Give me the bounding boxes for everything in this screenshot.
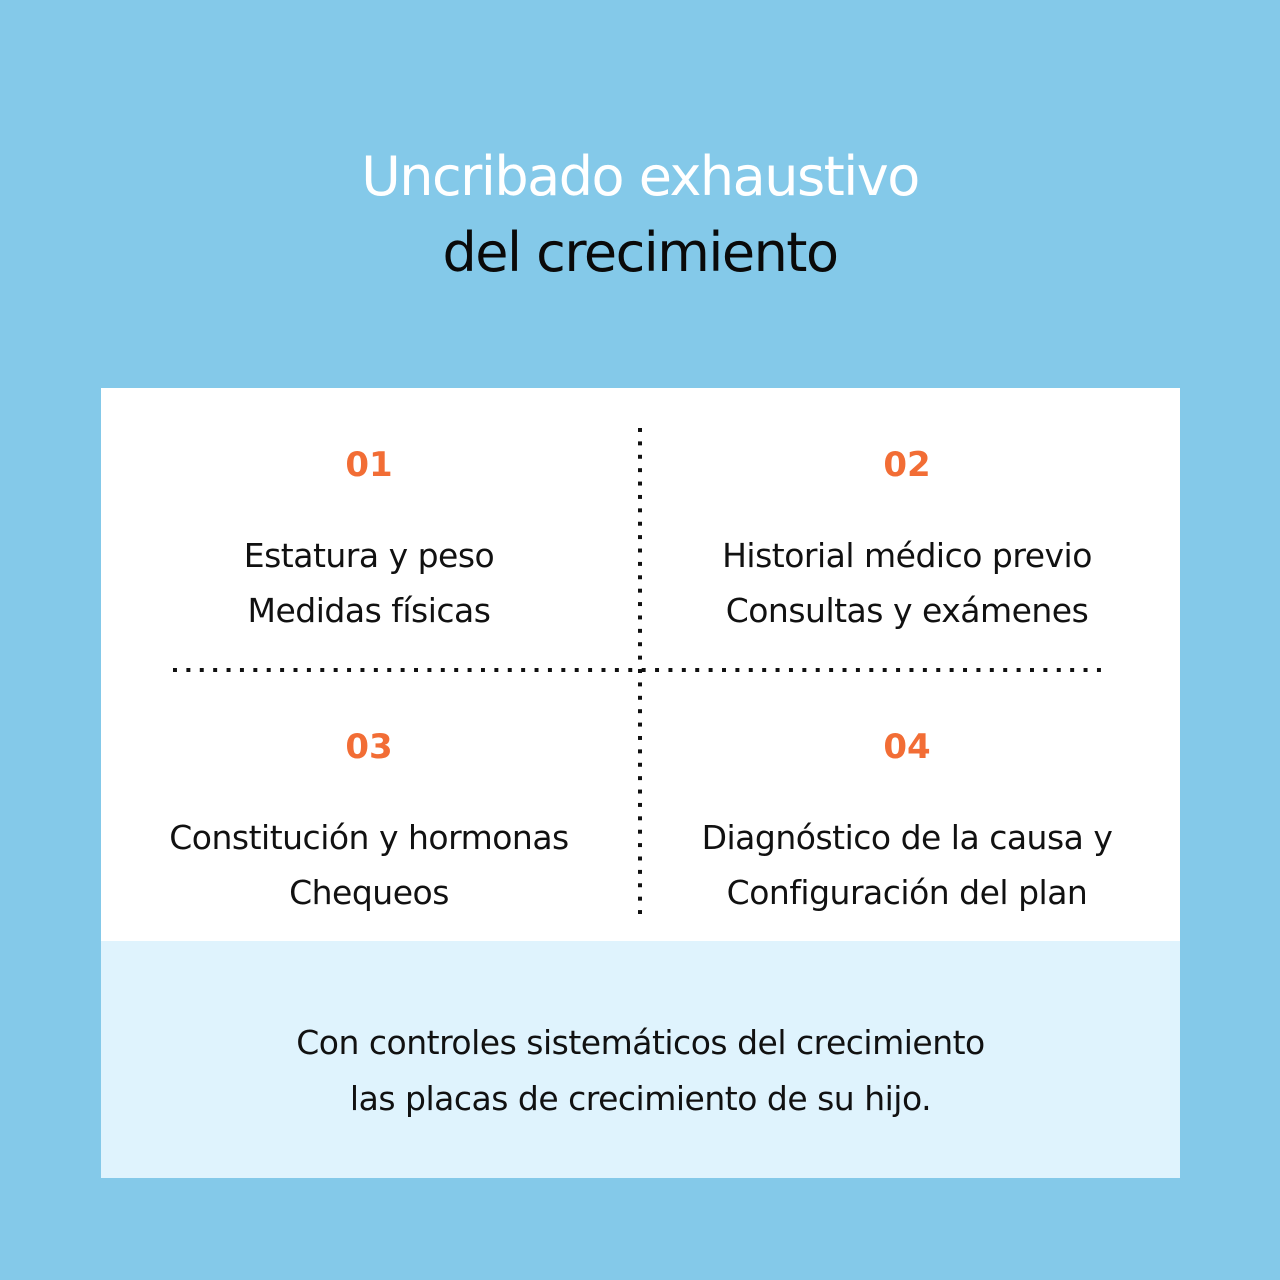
- step-cell-04: 04 Diagnóstico de la causa y Configuraci…: [639, 730, 1175, 920]
- step-line: Estatura y peso: [243, 536, 495, 575]
- title-line-1: Uncribado exhaustivo: [361, 145, 920, 208]
- step-line: Historial médico previo: [722, 536, 1092, 575]
- screening-card: 01 Estatura y peso Medidas físicas 02 Hi…: [101, 388, 1180, 1178]
- step-line: Medidas físicas: [247, 591, 491, 630]
- step-cell-03: 03 Constitución y hormonas Chequeos: [101, 730, 637, 920]
- step-line: Constitución y hormonas: [169, 818, 569, 857]
- title-line-2: del crecimiento: [442, 221, 839, 284]
- card-footer: Con controles sistemáticos del crecimien…: [101, 941, 1180, 1178]
- footer-line-1: Con controles sistemáticos del crecimien…: [296, 1023, 985, 1062]
- step-line: Diagnóstico de la causa y: [701, 818, 1113, 857]
- step-number: 04: [883, 727, 931, 767]
- step-cell-02: 02 Historial médico previo Consultas y e…: [639, 448, 1175, 638]
- step-number: 03: [345, 727, 393, 767]
- step-line: Consultas y exámenes: [725, 591, 1089, 630]
- step-number: 02: [883, 445, 931, 485]
- horizontal-dotted-divider: [173, 668, 1109, 672]
- step-cell-01: 01 Estatura y peso Medidas físicas: [101, 448, 637, 638]
- step-number: 01: [345, 445, 393, 485]
- footer-line-2: las placas de crecimiento de su hijo.: [349, 1079, 932, 1118]
- step-line: Chequeos: [289, 873, 449, 912]
- step-line: Configuración del plan: [726, 873, 1088, 912]
